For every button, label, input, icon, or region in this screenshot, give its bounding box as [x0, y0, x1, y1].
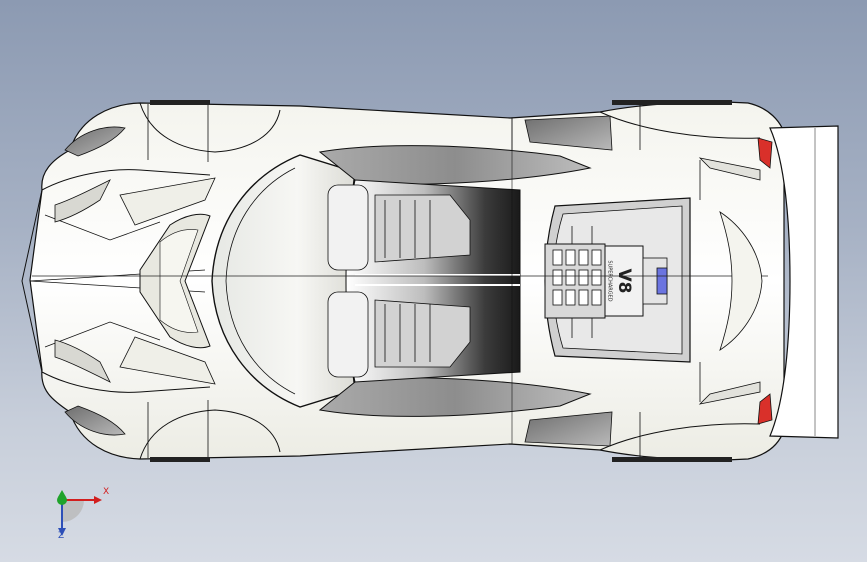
engine — [544, 226, 668, 338]
seat-upper — [327, 184, 471, 271]
z-axis-label: Z — [58, 531, 65, 541]
engine-cover-text: V8 — [614, 269, 634, 294]
tire-rear-upper — [612, 100, 732, 105]
tail-light-upper — [757, 137, 773, 169]
front-intake-upper — [64, 126, 126, 157]
front-intake-lower — [64, 405, 126, 436]
tire-front-upper — [150, 100, 210, 105]
engine-accent-part — [656, 267, 668, 295]
seat-lower — [327, 291, 471, 378]
rear-vent-upper — [524, 115, 613, 151]
coordinate-triad — [57, 490, 102, 536]
y-axis-dot — [57, 495, 67, 505]
tire-rear-lower — [612, 457, 732, 462]
tail-light-lower — [757, 393, 773, 425]
rear-vent-lower — [524, 411, 613, 447]
engine-side-text: SUPERCHARGED — [607, 260, 613, 301]
rear-wing — [769, 125, 839, 439]
tire-front-lower — [150, 457, 210, 462]
x-axis-label: X — [103, 487, 110, 497]
